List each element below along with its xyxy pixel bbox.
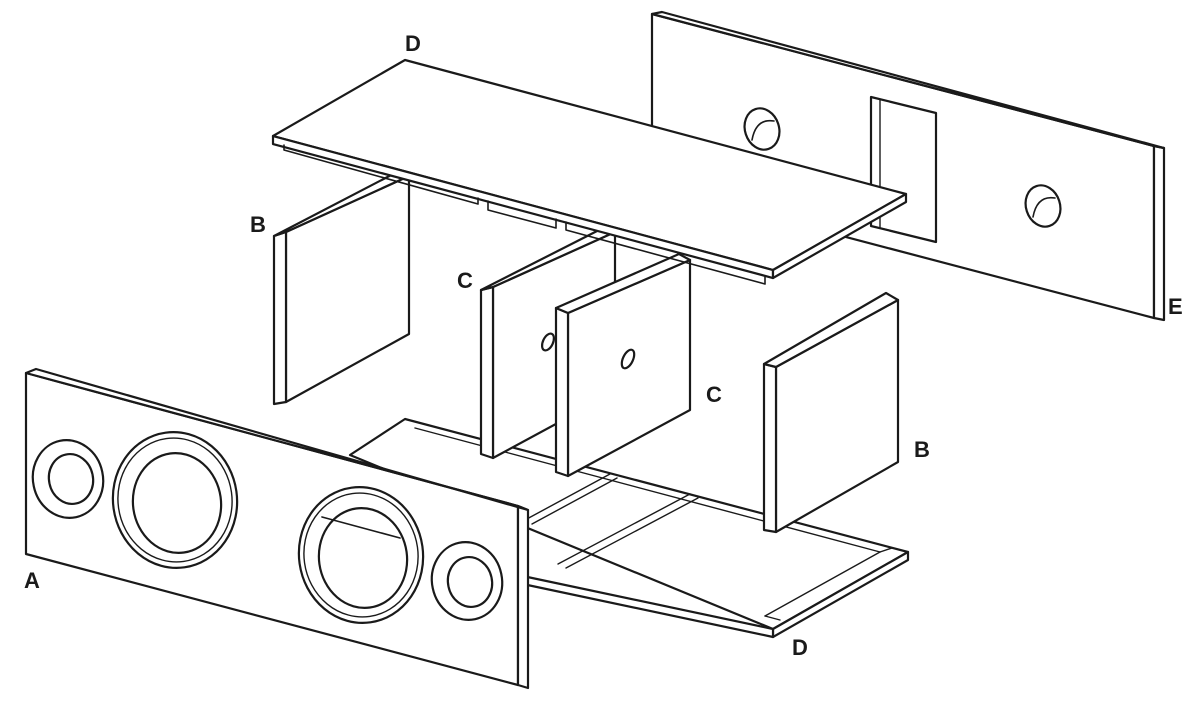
panel-e-top-edge <box>650 10 1166 150</box>
panel-c-front-top-edge <box>554 252 692 315</box>
panel-b-right-face <box>774 298 900 534</box>
panel-a-top-edge <box>24 367 530 512</box>
panel-d-top <box>271 58 908 285</box>
panel-c-front-hole <box>620 348 636 370</box>
label-a: A <box>24 568 40 593</box>
panel-e-back <box>650 10 1166 322</box>
label-b-left: B <box>250 212 266 237</box>
panel-b-right-top-edge <box>762 291 900 369</box>
panel-b-right <box>762 291 900 534</box>
label-d-bottom: D <box>792 635 808 660</box>
panel-b-left-front-edge <box>272 230 288 406</box>
panel-b-right-front-edge <box>762 362 778 534</box>
panel-c-front <box>554 252 692 478</box>
label-e: E <box>1168 294 1183 319</box>
panel-a-face <box>24 371 520 687</box>
label-c-left: C <box>457 268 473 293</box>
panel-d-top-right-edge <box>771 192 908 280</box>
panel-e-hole-left <box>743 107 781 151</box>
panel-a-right-edge <box>516 504 530 690</box>
panel-e-right-edge <box>1152 144 1166 322</box>
panel-b-left-face <box>284 174 411 404</box>
panel-b-left <box>272 170 411 406</box>
label-c-right: C <box>706 382 722 407</box>
panel-c-back-hole <box>540 332 556 352</box>
label-d-top: D <box>405 31 421 56</box>
panel-e-hole-right <box>1024 184 1062 228</box>
panel-a-front <box>24 367 530 690</box>
label-b-right: B <box>914 437 930 462</box>
panel-e-window <box>869 95 938 244</box>
panel-c-front-left-edge <box>554 306 570 478</box>
panel-c-back-front-edge <box>479 285 495 460</box>
